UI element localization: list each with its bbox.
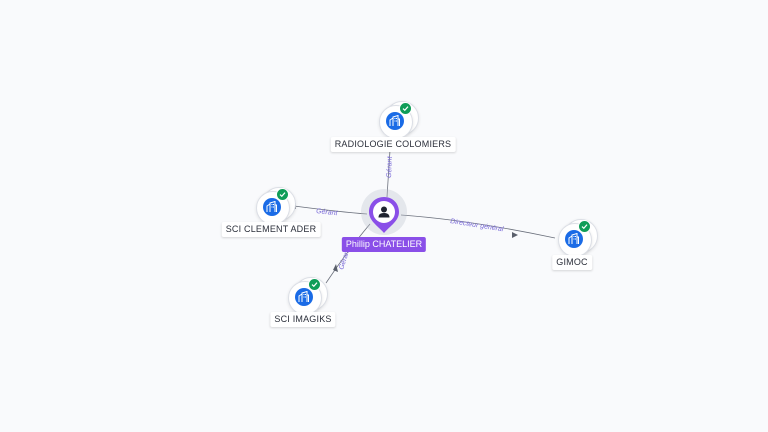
- company-label: RADIOLOGIE COLOMIERS: [330, 137, 456, 152]
- edge-label-sci-clement: Gérant: [316, 208, 339, 217]
- edge-label-gimoc: Directeur général: [450, 218, 505, 233]
- person-name-label: Phillip CHATELIER: [341, 237, 427, 252]
- edge-sci-clement: [293, 205, 368, 215]
- company-building-icon: [556, 219, 598, 259]
- company-building-icon: [286, 277, 328, 317]
- person-pin-icon: [369, 197, 399, 233]
- company-building-icon: [377, 101, 419, 141]
- edge-arrow-sci-imagiks: [333, 264, 338, 272]
- verified-check-icon: [276, 188, 289, 201]
- edge-arrow-gimoc: [512, 232, 518, 238]
- verified-check-icon: [578, 220, 591, 233]
- verified-check-icon: [399, 102, 412, 115]
- verified-check-icon: [308, 278, 321, 291]
- company-building-icon: [254, 187, 296, 227]
- edge-radiologie: [386, 149, 391, 198]
- edge-label-radiologie: Gérant: [386, 155, 394, 178]
- company-label: SCI IMAGIKS: [270, 312, 336, 327]
- company-label: GIMOC: [552, 255, 592, 270]
- company-label: SCI CLEMENT ADER: [221, 222, 321, 237]
- edge-gimoc: [400, 214, 556, 239]
